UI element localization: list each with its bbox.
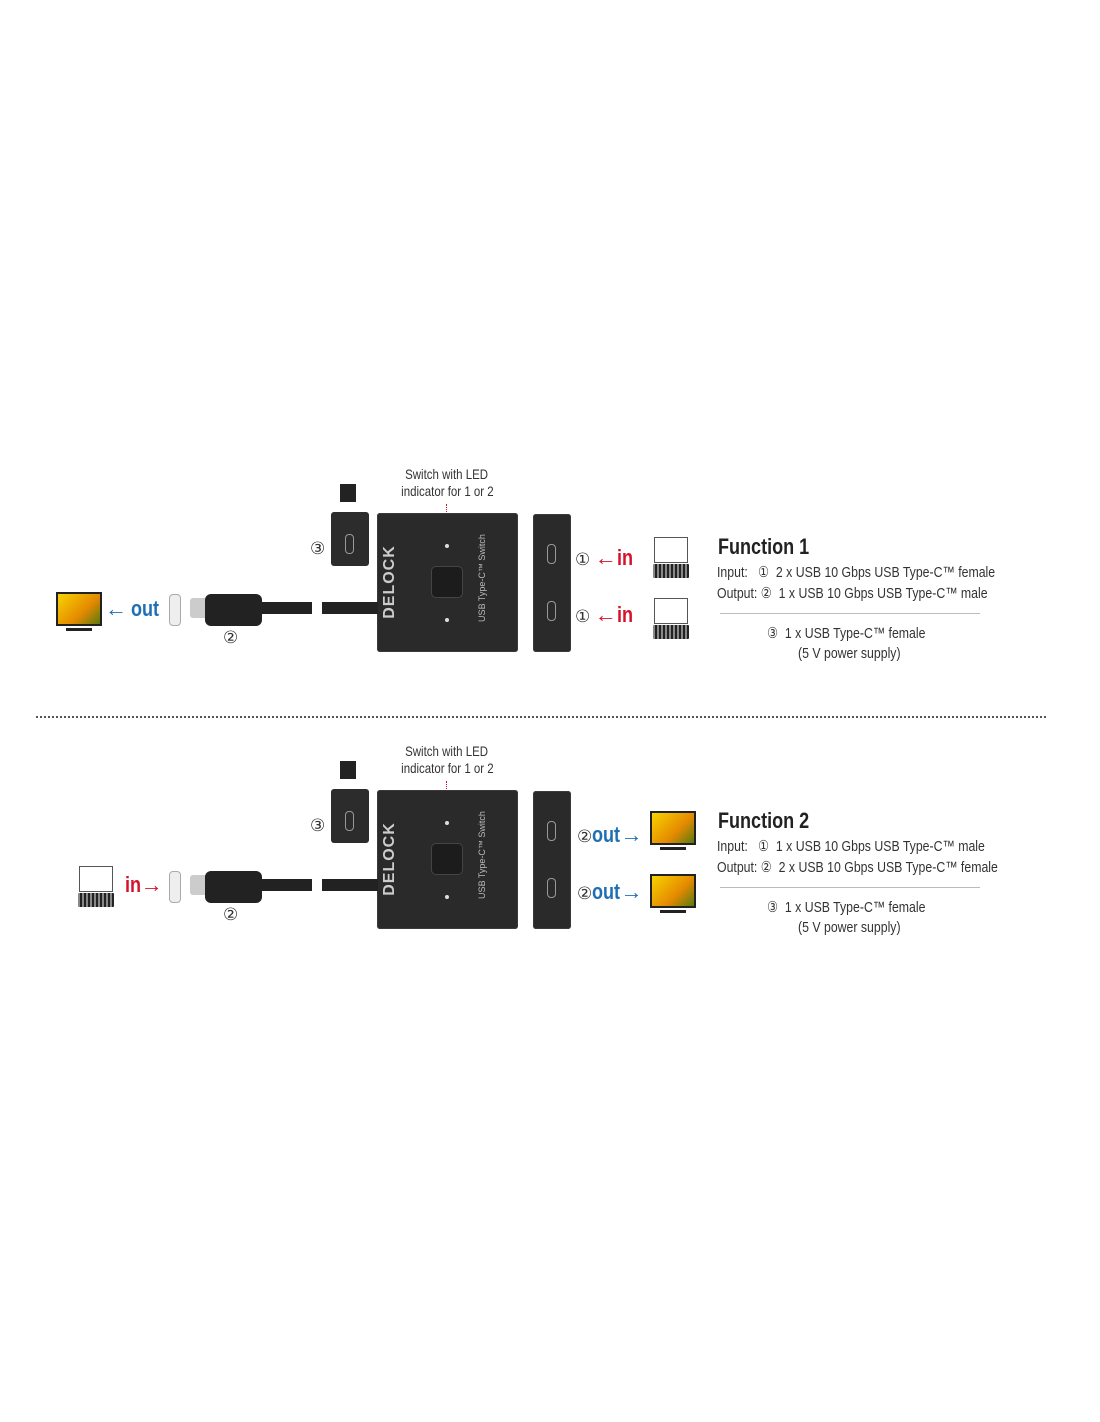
laptop-icon — [78, 866, 114, 908]
divider — [720, 887, 980, 888]
model-label: USB Type-C™ Switch — [477, 811, 487, 899]
switch-label: Switch with LED indicator for 1 or 2 — [380, 743, 514, 777]
cable — [262, 879, 312, 891]
cable — [262, 602, 312, 614]
usb-c-connector-icon — [169, 594, 181, 626]
in-label-2: ① ←in — [575, 602, 633, 627]
marker-3: ③ — [310, 539, 326, 558]
function-1-input: Input: ① 2 x USB 10 Gbps USB Type-C™ fem… — [717, 564, 996, 581]
usb-c-plug — [205, 871, 262, 903]
switch-button — [432, 844, 462, 874]
model-label: USB Type-C™ Switch — [477, 534, 487, 622]
function-1-power: ③ 1 x USB Type-C™ female — [767, 625, 926, 642]
monitor-icon — [56, 592, 102, 631]
power-adapter — [331, 512, 369, 566]
led-2 — [445, 895, 449, 899]
function-2-power-note: (5 V power supply) — [798, 919, 901, 936]
function-2-input: Input: ① 1 x USB 10 Gbps USB Type-C™ mal… — [717, 838, 985, 855]
led-1 — [445, 544, 449, 548]
section-divider — [36, 716, 1046, 718]
usb-switch-device: DELOCK USB Type-C™ Switch — [377, 513, 518, 652]
function-2-power: ③ 1 x USB Type-C™ female — [767, 899, 926, 916]
marker-2: ② — [223, 905, 239, 924]
usb-c-plug — [205, 594, 262, 626]
output-ports-side — [533, 791, 571, 929]
usb-switch-device: DELOCK USB Type-C™ Switch — [377, 790, 518, 929]
function-2-title: Function 2 — [718, 808, 810, 833]
usb-c-plug-tip — [190, 875, 208, 895]
led-1 — [445, 821, 449, 825]
out-label: ← out — [105, 596, 160, 621]
out-label-1: ②out→ — [577, 822, 643, 847]
monitor-icon — [650, 811, 696, 850]
cable — [322, 879, 378, 891]
input-ports-side — [533, 514, 571, 652]
divider — [720, 613, 980, 614]
led-2 — [445, 618, 449, 622]
brand-logo: DELOCK — [380, 545, 398, 619]
switch-label-line1: Switch with LED — [405, 466, 489, 482]
usb-c-plug-tip — [190, 598, 208, 618]
function-2-section: Switch with LED indicator for 1 or 2 ③ D… — [0, 0, 1100, 936]
monitor-icon — [650, 874, 696, 913]
in-label: in→ — [125, 872, 163, 897]
switch-label-line1: Switch with LED — [405, 743, 489, 759]
cable — [322, 602, 378, 614]
function-1-output: Output: ② 1 x USB 10 Gbps USB Type-C™ ma… — [717, 585, 988, 602]
function-1-section: Switch with LED indicator for 1 or 2 ③ D… — [0, 0, 1100, 662]
function-1-power-note: (5 V power supply) — [798, 645, 901, 662]
switch-button — [432, 567, 462, 597]
power-plug-icon — [340, 484, 356, 502]
marker-3: ③ — [310, 816, 326, 835]
marker-2: ② — [223, 628, 239, 647]
in-label-1: ① ←in — [575, 545, 633, 570]
usb-c-connector-icon — [169, 871, 181, 903]
switch-label-line2: indicator for 1 or 2 — [400, 483, 494, 499]
function-2-output: Output: ② 2 x USB 10 Gbps USB Type-C™ fe… — [717, 859, 998, 876]
switch-label-line2: indicator for 1 or 2 — [400, 760, 494, 776]
function-1-title: Function 1 — [718, 534, 810, 559]
power-plug-icon — [340, 761, 356, 779]
laptop-icon — [653, 537, 689, 579]
power-adapter — [331, 789, 369, 843]
switch-label: Switch with LED indicator for 1 or 2 — [380, 466, 514, 500]
brand-logo: DELOCK — [380, 822, 398, 896]
out-label-2: ②out→ — [577, 879, 643, 904]
laptop-icon — [653, 598, 689, 640]
